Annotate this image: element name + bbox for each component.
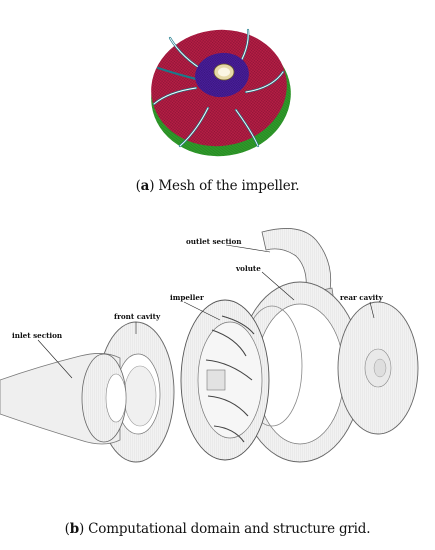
label-inlet-section: inlet section (12, 331, 63, 340)
computational-domain: outlet section volute rear cavity front … (0, 228, 419, 463)
caption-a-text: Mesh of the impeller. (154, 178, 300, 194)
caption-b-letter: b (69, 521, 79, 537)
label-volute: volute (235, 264, 261, 273)
impeller-mesh (151, 28, 291, 157)
label-outlet-section: outlet section (186, 237, 242, 246)
caption-a-letter: a (140, 178, 150, 194)
label-front-cavity: front cavity (114, 312, 161, 321)
rear-cavity (337, 301, 419, 435)
label-rear-cavity: rear cavity (340, 293, 384, 302)
inlet-section (0, 353, 127, 445)
impeller-domain (180, 299, 270, 461)
caption-a: (a) Mesh of the impeller. (135, 178, 300, 194)
caption-b: (b) Computational domain and structure g… (64, 521, 371, 537)
caption-b-text: Computational domain and structure grid. (84, 521, 371, 537)
volute (237, 228, 363, 463)
label-impeller: impeller (170, 293, 204, 302)
